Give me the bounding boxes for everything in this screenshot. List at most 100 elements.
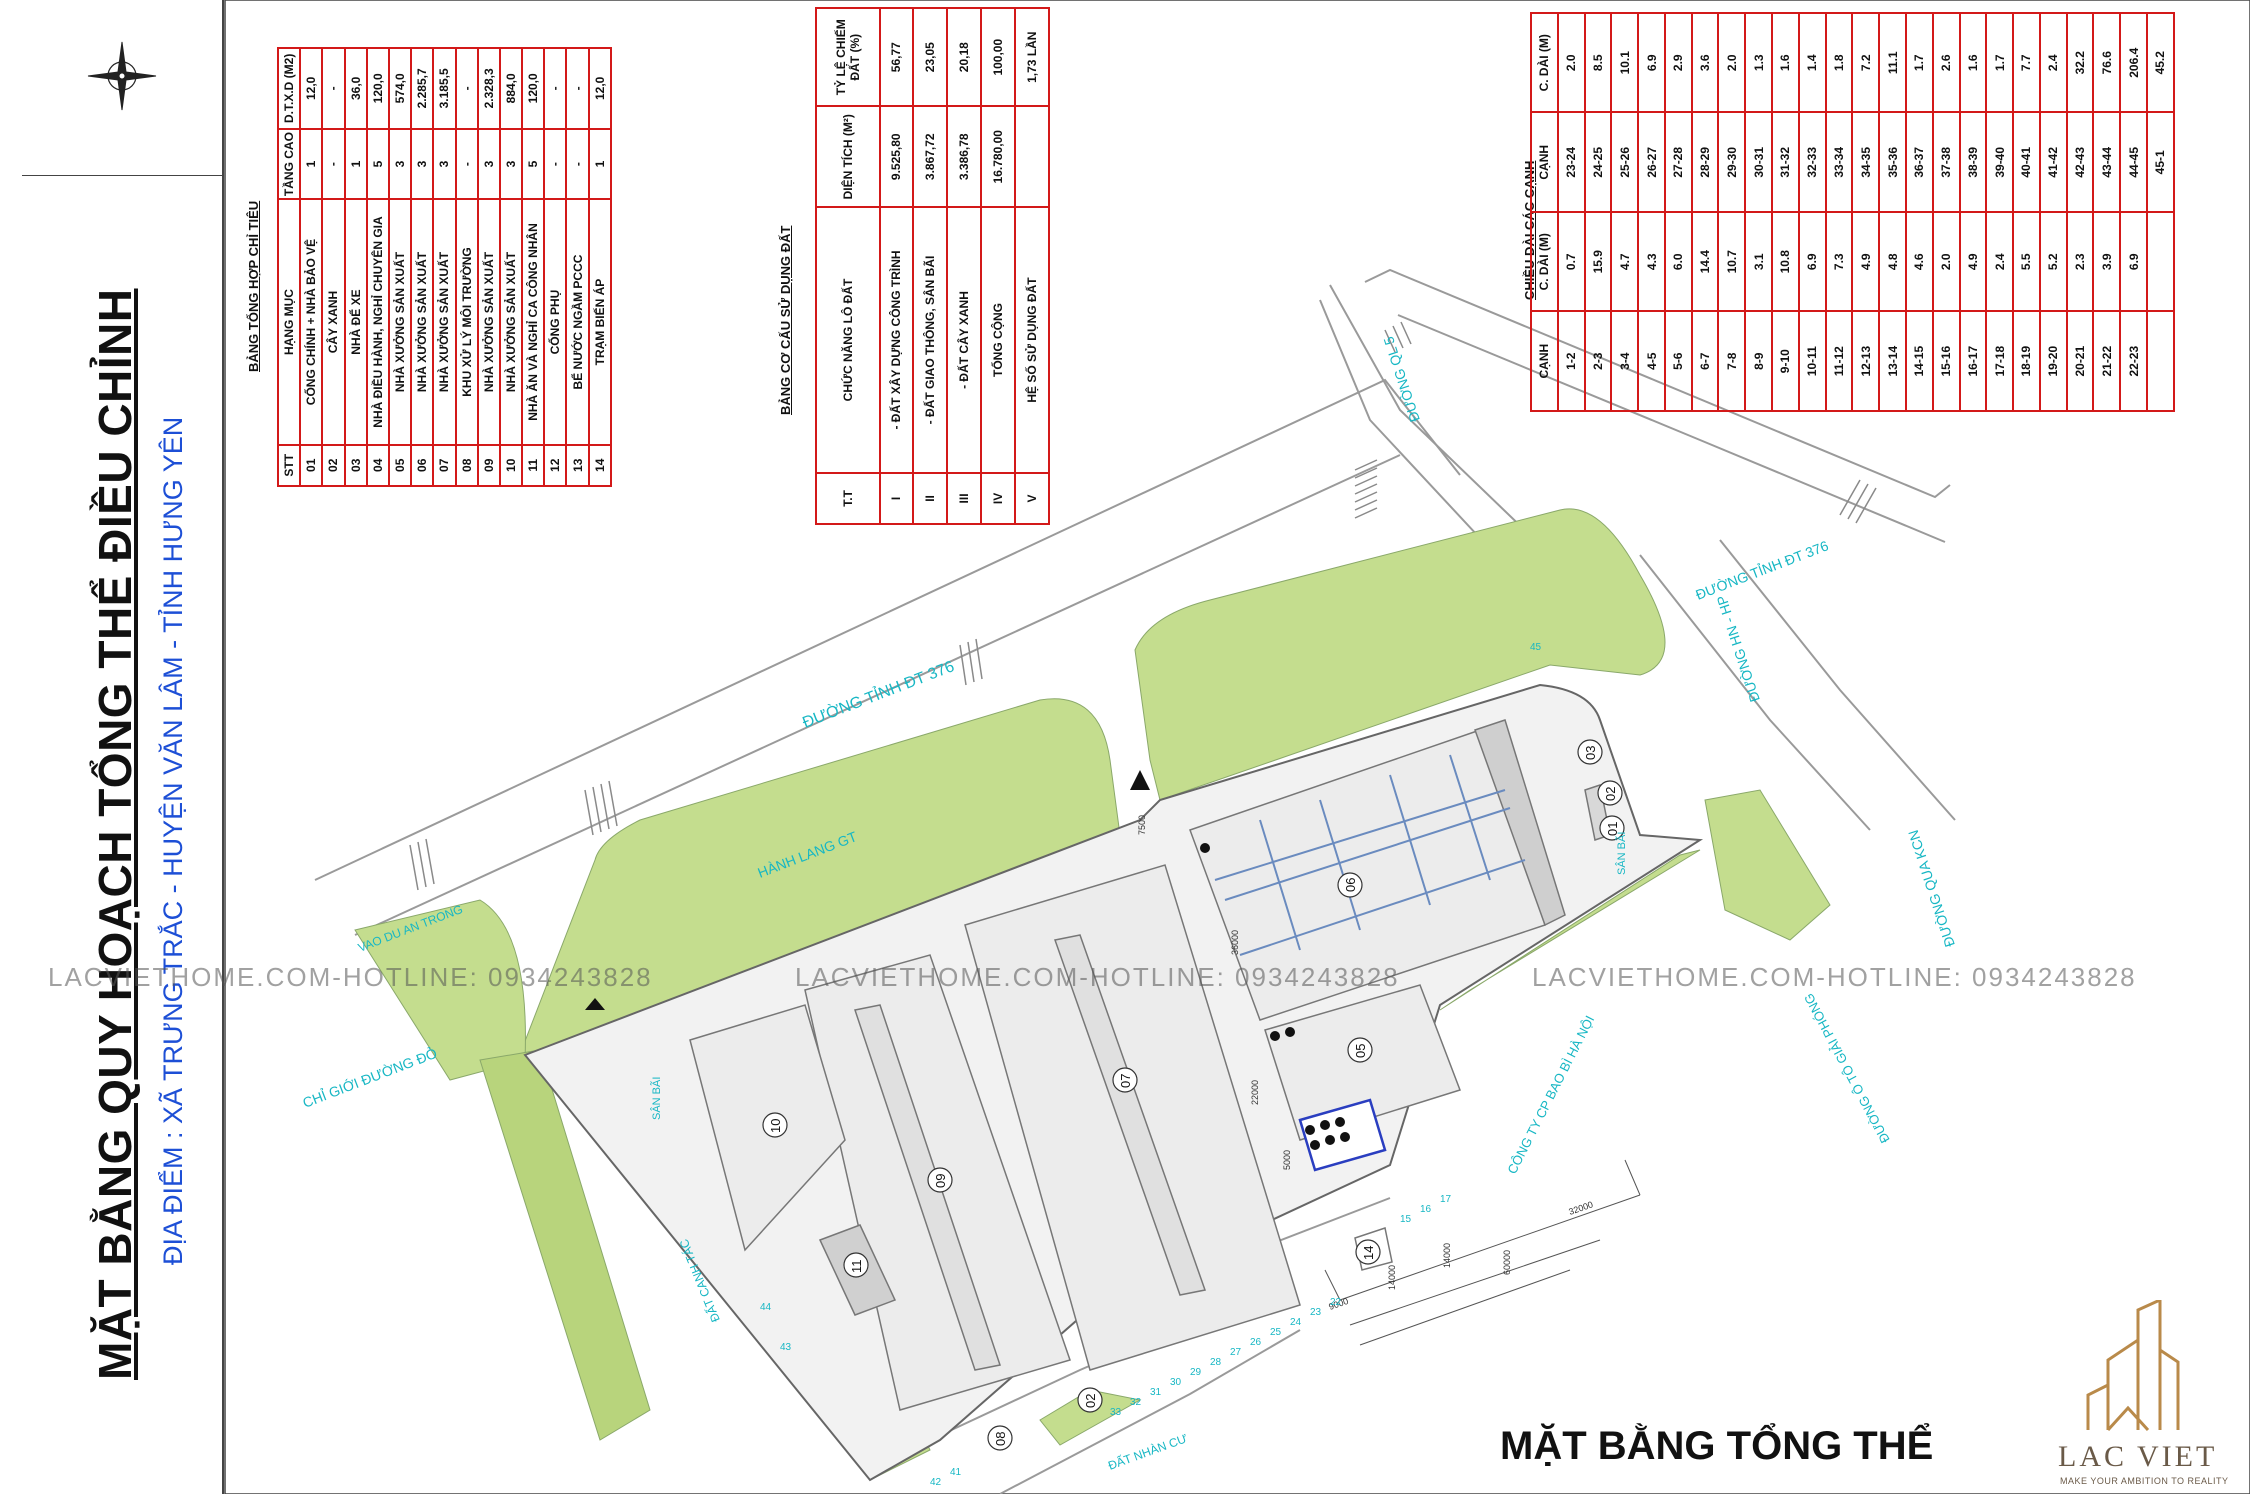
table-cell: NHÀ XƯỞNG SẢN XUẤT bbox=[388, 199, 412, 445]
table-cell: 1.3 bbox=[1745, 13, 1773, 113]
table-cell: 574,0 bbox=[388, 48, 412, 129]
table-cell: 10-11 bbox=[1798, 311, 1826, 411]
table-cell: 34-35 bbox=[1852, 112, 1880, 213]
table-cell: 03 bbox=[344, 444, 367, 486]
table-cell: 11.1 bbox=[1879, 13, 1906, 113]
table-cell: 14 bbox=[588, 444, 611, 486]
green-east-strip bbox=[1439, 849, 1701, 1011]
svg-text:17: 17 bbox=[1440, 1194, 1452, 1205]
table-cell: 3.185,5 bbox=[433, 48, 456, 129]
table-cell: - bbox=[455, 48, 478, 129]
table-cell: 06 bbox=[411, 444, 434, 486]
table-cell: III bbox=[947, 472, 982, 524]
svg-text:27: 27 bbox=[1230, 1347, 1242, 1358]
table-cell: 10.1 bbox=[1611, 13, 1639, 113]
svg-text:14000: 14000 bbox=[1442, 1243, 1452, 1268]
svg-text:28: 28 bbox=[1210, 1357, 1222, 1368]
table-cell: 2.328,3 bbox=[477, 48, 500, 129]
table-cell: - bbox=[544, 48, 567, 129]
tag-02b: 02 bbox=[1083, 1394, 1098, 1408]
label-yard: SÂN BÃI bbox=[650, 1077, 663, 1120]
svg-text:31: 31 bbox=[1150, 1387, 1162, 1398]
table-cell: 3.386,78 bbox=[947, 106, 982, 208]
table-cell: 3.6 bbox=[1691, 13, 1719, 113]
table-cell: 36-37 bbox=[1905, 112, 1933, 213]
table-cell: - ĐẤT XÂY DỰNG CÔNG TRÌNH bbox=[879, 207, 914, 473]
green-areas bbox=[354, 508, 1831, 1481]
table-cell: HỆ SỐ SỬ DỤNG ĐẤT bbox=[1015, 207, 1049, 473]
table-cell: KHU XỬ LÝ MÔI TRƯỜNG bbox=[455, 199, 478, 445]
table-cell: 3 bbox=[411, 128, 434, 200]
table-cell: 3.9 bbox=[2093, 212, 2121, 312]
green-bottom-right bbox=[1039, 1389, 1142, 1446]
table-cell: 2.4 bbox=[1986, 212, 2014, 312]
table-cell: T.T bbox=[816, 472, 880, 524]
table-cell: 33-34 bbox=[1825, 112, 1853, 213]
table-cell: 4.8 bbox=[1879, 212, 1906, 312]
table-cell bbox=[2146, 311, 2174, 411]
table-cell: 12-13 bbox=[1852, 311, 1880, 411]
tag-11: 11 bbox=[849, 1260, 864, 1274]
table-cell: NHÀ ĐỂ XE bbox=[344, 199, 367, 445]
table-cell: HẠNG MỤC bbox=[278, 199, 301, 445]
table-cell: 18-19 bbox=[2013, 311, 2040, 411]
table-cell: 7.2 bbox=[1852, 13, 1880, 113]
table-cell: 20,18 bbox=[947, 8, 982, 107]
table-cell: 0.7 bbox=[1557, 212, 1585, 312]
table-cell: 23-24 bbox=[1557, 112, 1585, 213]
table-cell: 3-4 bbox=[1611, 311, 1639, 411]
table-cell: 42-43 bbox=[2066, 112, 2094, 213]
svg-text:7500: 7500 bbox=[1137, 815, 1147, 835]
table-cell: CHỨC NĂNG LÔ ĐẤT bbox=[816, 207, 880, 473]
table-cell: 4.9 bbox=[1959, 212, 1987, 312]
table-cell: NHÀ XƯỞNG SẢN XUẤT bbox=[411, 199, 434, 445]
table-cell: CỔNG PHỤ bbox=[544, 199, 567, 445]
table-cell: 45.2 bbox=[2146, 13, 2174, 113]
tag-02: 02 bbox=[1603, 787, 1618, 801]
table-cell: 120,0 bbox=[366, 48, 389, 129]
table-cell: 5-6 bbox=[1664, 311, 1692, 411]
tag-05: 05 bbox=[1353, 1044, 1368, 1058]
table-cell: 8.5 bbox=[1584, 13, 1612, 113]
table-cell: - bbox=[322, 128, 345, 200]
label-farmland: ĐẤT NHÀN CƯ bbox=[1106, 1430, 1189, 1473]
table-cell: 32-33 bbox=[1798, 112, 1826, 213]
table-cell: 1.4 bbox=[1798, 13, 1826, 113]
table-cell: 1.8 bbox=[1825, 13, 1853, 113]
table-cell: 45-1 bbox=[2146, 112, 2174, 213]
table-cell: - bbox=[544, 128, 567, 200]
table-cell: 40-41 bbox=[2013, 112, 2040, 213]
table-cell: 3.1 bbox=[1745, 212, 1773, 312]
tag-08: 08 bbox=[993, 1432, 1008, 1446]
watermark-3: LACVIETHOME.COM-HOTLINE: 0934243828 bbox=[1532, 962, 2137, 992]
table-cell: 2.9 bbox=[1664, 13, 1692, 113]
table-cell: 38-39 bbox=[1959, 112, 1987, 213]
table-cell: 5 bbox=[522, 128, 545, 200]
table-cell: 3 bbox=[477, 128, 500, 200]
table-cell: - ĐẤT GIAO THÔNG, SÂN BÃI bbox=[913, 207, 948, 473]
label-road-dt376: ĐƯỜNG TỈNH ĐT 376 bbox=[800, 656, 957, 731]
table-cell: 16-17 bbox=[1959, 311, 1987, 411]
table-cell: 3 bbox=[433, 128, 456, 200]
